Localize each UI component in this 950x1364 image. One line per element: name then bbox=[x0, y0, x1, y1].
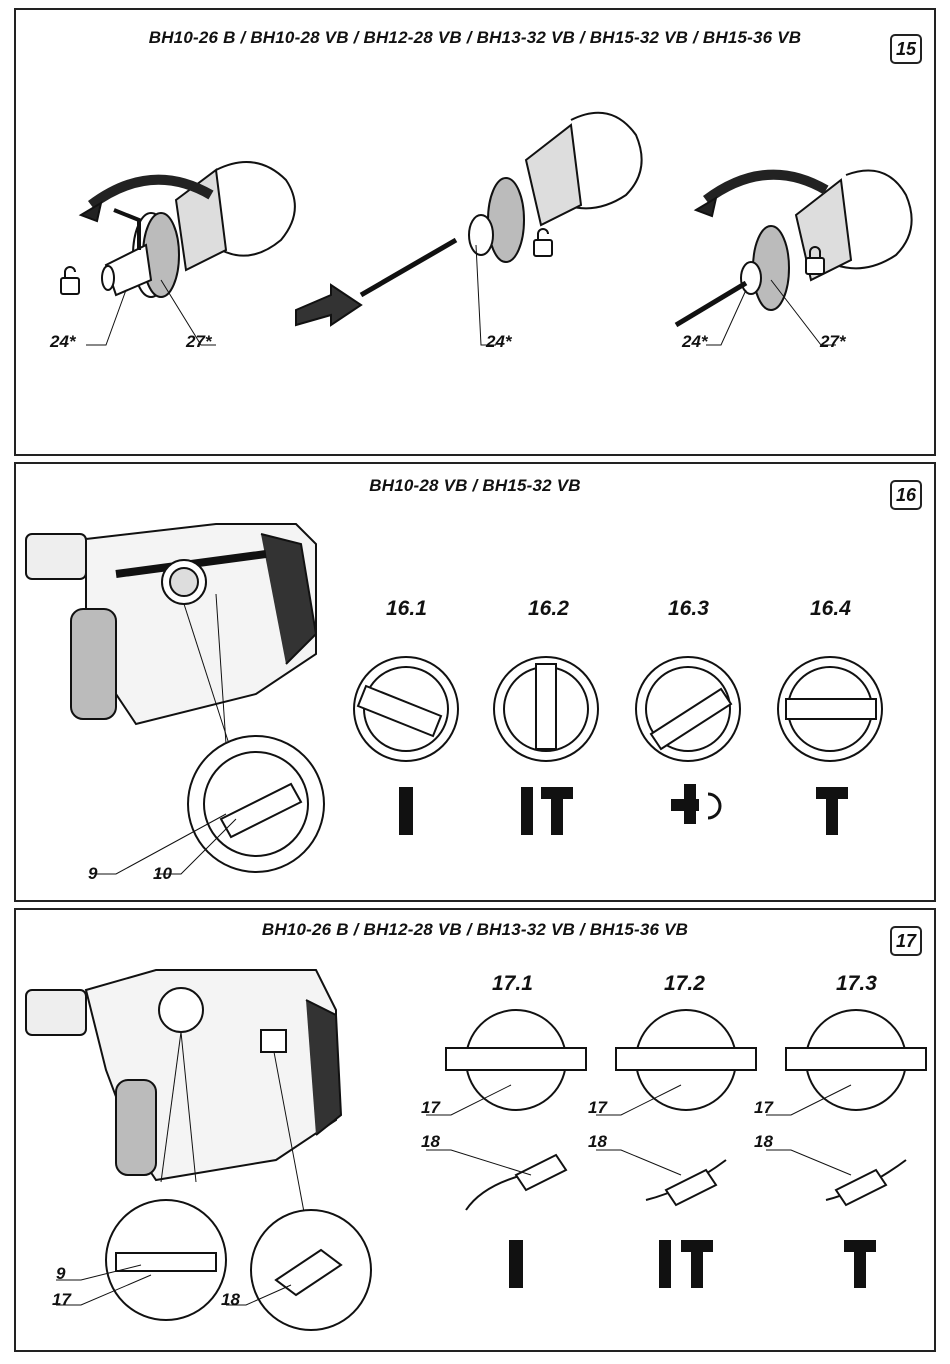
hammer-icon bbox=[681, 1240, 713, 1288]
label-24: 24* bbox=[486, 332, 512, 352]
mode-label: 17.2 bbox=[664, 972, 705, 996]
hammer-drill bbox=[26, 970, 341, 1180]
panel-15: BH10-26 B / BH10-28 VB / BH12-28 VB / BH… bbox=[14, 8, 936, 456]
mode-label: 17.1 bbox=[492, 972, 533, 996]
label-17: 17 bbox=[421, 1098, 440, 1118]
label-27: 27* bbox=[820, 332, 846, 352]
chisel-rotate-icon bbox=[671, 784, 720, 824]
dial-16-2 bbox=[494, 657, 598, 761]
dial-16-4 bbox=[778, 657, 882, 761]
chuck-illustration bbox=[16, 10, 938, 458]
lever-17-3 bbox=[826, 1160, 906, 1205]
label-17: 17 bbox=[52, 1290, 71, 1310]
label-18: 18 bbox=[588, 1132, 607, 1152]
unlock-icon bbox=[61, 267, 79, 294]
panel-17: BH10-26 B / BH12-28 VB / BH13-32 VB / BH… bbox=[14, 908, 936, 1352]
label-9: 9 bbox=[88, 864, 97, 884]
lever-17-2 bbox=[646, 1160, 726, 1205]
label-18: 18 bbox=[221, 1290, 240, 1310]
label-17: 17 bbox=[754, 1098, 773, 1118]
mode-label: 16.3 bbox=[668, 597, 709, 621]
label-24: 24* bbox=[682, 332, 708, 352]
mode-label: 16.4 bbox=[810, 597, 851, 621]
label-18: 18 bbox=[754, 1132, 773, 1152]
dial-16-1 bbox=[354, 657, 458, 761]
hammer-icon bbox=[541, 787, 573, 835]
drill-bit-icon bbox=[521, 787, 533, 835]
label-18: 18 bbox=[421, 1132, 440, 1152]
mode-selector-illustration bbox=[16, 464, 938, 904]
panel-16: BH10-28 VB / BH15-32 VB 16 bbox=[14, 462, 936, 902]
drill-right bbox=[676, 171, 912, 326]
mode-label: 16.2 bbox=[528, 597, 569, 621]
unlock-icon bbox=[534, 229, 552, 256]
dial-17-1 bbox=[446, 1010, 586, 1110]
drill-bit-icon bbox=[399, 779, 413, 835]
hammer-icon bbox=[844, 1240, 876, 1288]
dial-17-3 bbox=[786, 1010, 926, 1110]
label-17: 17 bbox=[588, 1098, 607, 1118]
label-27: 27* bbox=[186, 332, 212, 352]
mode-label: 16.1 bbox=[386, 597, 427, 621]
dial-17-2 bbox=[616, 1010, 756, 1110]
mode-label: 17.3 bbox=[836, 972, 877, 996]
drill-left bbox=[81, 162, 295, 297]
lever-17-1 bbox=[466, 1155, 566, 1210]
label-9: 9 bbox=[56, 1264, 65, 1284]
label-24: 24* bbox=[50, 332, 76, 352]
dial-16-3 bbox=[636, 657, 740, 761]
drill-center bbox=[296, 113, 642, 325]
hammer-drill bbox=[26, 524, 316, 724]
mode-selector-illustration bbox=[16, 910, 938, 1354]
label-10: 10 bbox=[153, 864, 172, 884]
drill-bit-icon bbox=[659, 1240, 671, 1288]
drill-bit-icon bbox=[509, 1240, 523, 1288]
hammer-icon bbox=[816, 787, 848, 835]
